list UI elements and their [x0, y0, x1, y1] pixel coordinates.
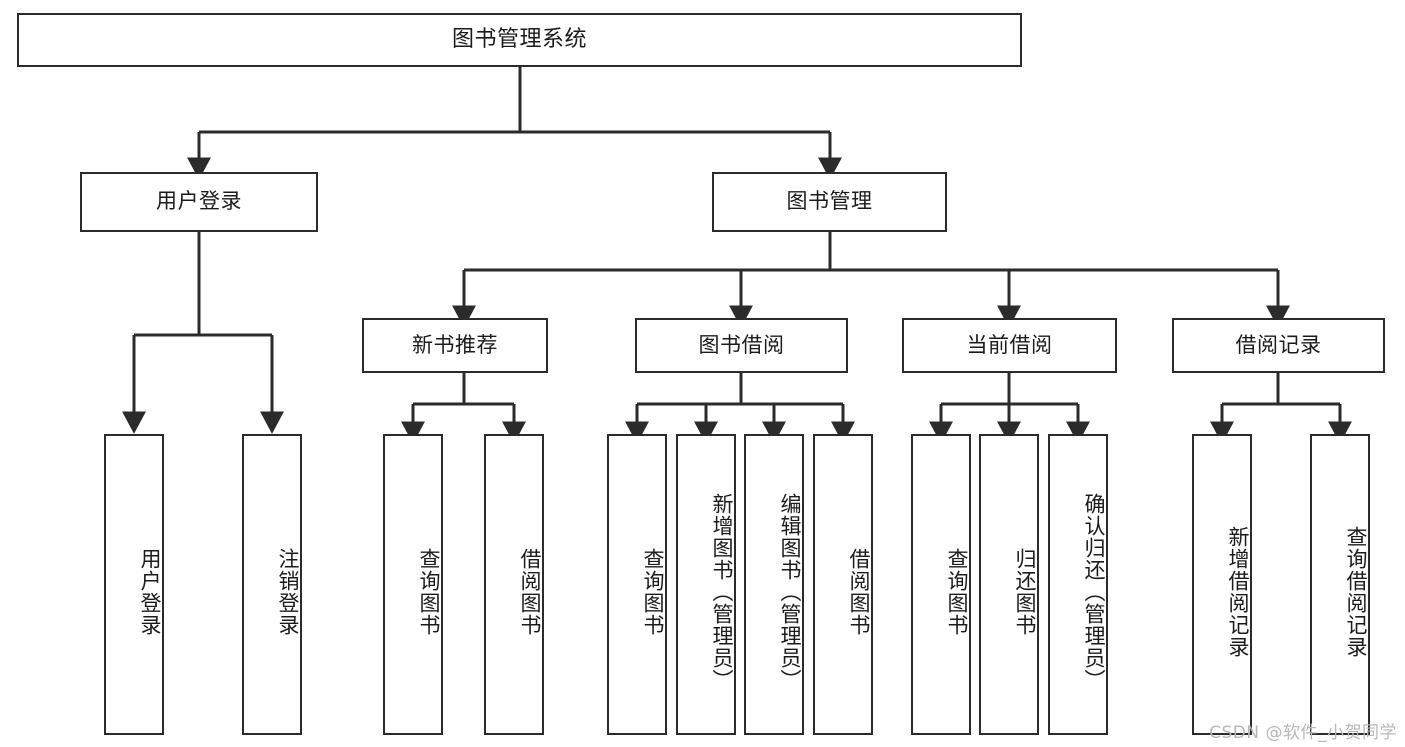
leaf-book-borrow-edit[interactable]: 编辑图书（管理员）	[744, 434, 804, 735]
node-label: 用户登录	[156, 189, 242, 214]
node-book-borrow[interactable]: 图书借阅	[635, 318, 848, 373]
node-book-management-system[interactable]: 图书管理系统	[17, 13, 1022, 67]
leaf-borrow-record-query[interactable]: 查询借阅记录	[1310, 434, 1370, 735]
node-label: 图书借阅	[698, 332, 785, 357]
leaf-user-login-logout[interactable]: 注销登录	[242, 434, 302, 735]
leaf-current-borrow-return[interactable]: 归还图书	[979, 434, 1039, 735]
leaf-current-borrow-query[interactable]: 查询图书	[911, 434, 971, 735]
leaf-new-book-query[interactable]: 查询图书	[383, 434, 443, 735]
node-label: 借阅图书	[518, 547, 542, 636]
node-label: 新增借阅记录	[1226, 525, 1250, 658]
node-label: 新书推荐	[412, 332, 498, 357]
leaf-new-book-borrow[interactable]: 借阅图书	[484, 434, 544, 735]
node-label: 用户登录	[138, 547, 162, 636]
node-label: 归还图书	[1013, 547, 1037, 636]
node-label: 图书管理	[786, 189, 873, 214]
node-borrow-record[interactable]: 借阅记录	[1172, 318, 1385, 373]
node-current-borrow[interactable]: 当前借阅	[902, 318, 1117, 373]
leaf-current-borrow-confirm-return[interactable]: 确认归还（管理员）	[1048, 434, 1108, 735]
node-label: 借阅记录	[1235, 332, 1322, 357]
node-label: 注销登录	[276, 547, 300, 636]
node-user-login[interactable]: 用户登录	[80, 172, 318, 232]
node-label: 编辑图书（管理员）	[778, 492, 802, 691]
node-label: 当前借阅	[966, 332, 1053, 357]
node-label: 借阅图书	[847, 547, 871, 636]
node-label: 图书管理系统	[451, 26, 587, 52]
node-label: 新增图书（管理员）	[710, 492, 734, 691]
node-label: 查询图书	[641, 547, 665, 636]
leaf-borrow-record-add[interactable]: 新增借阅记录	[1192, 434, 1252, 735]
node-label: 查询图书	[945, 547, 969, 636]
node-new-book-recommend[interactable]: 新书推荐	[362, 318, 548, 373]
node-label: 确认归还（管理员）	[1082, 492, 1106, 691]
leaf-book-borrow-borrow[interactable]: 借阅图书	[813, 434, 873, 735]
node-label: 查询图书	[417, 547, 441, 636]
csdn-watermark: CSDN @软件_小贺同学	[1209, 723, 1397, 743]
node-label: 查询借阅记录	[1344, 525, 1368, 658]
leaf-book-borrow-query[interactable]: 查询图书	[607, 434, 667, 735]
leaf-user-login-login[interactable]: 用户登录	[104, 434, 164, 735]
leaf-book-borrow-add[interactable]: 新增图书（管理员）	[676, 434, 736, 735]
node-book-management[interactable]: 图书管理	[712, 172, 947, 232]
